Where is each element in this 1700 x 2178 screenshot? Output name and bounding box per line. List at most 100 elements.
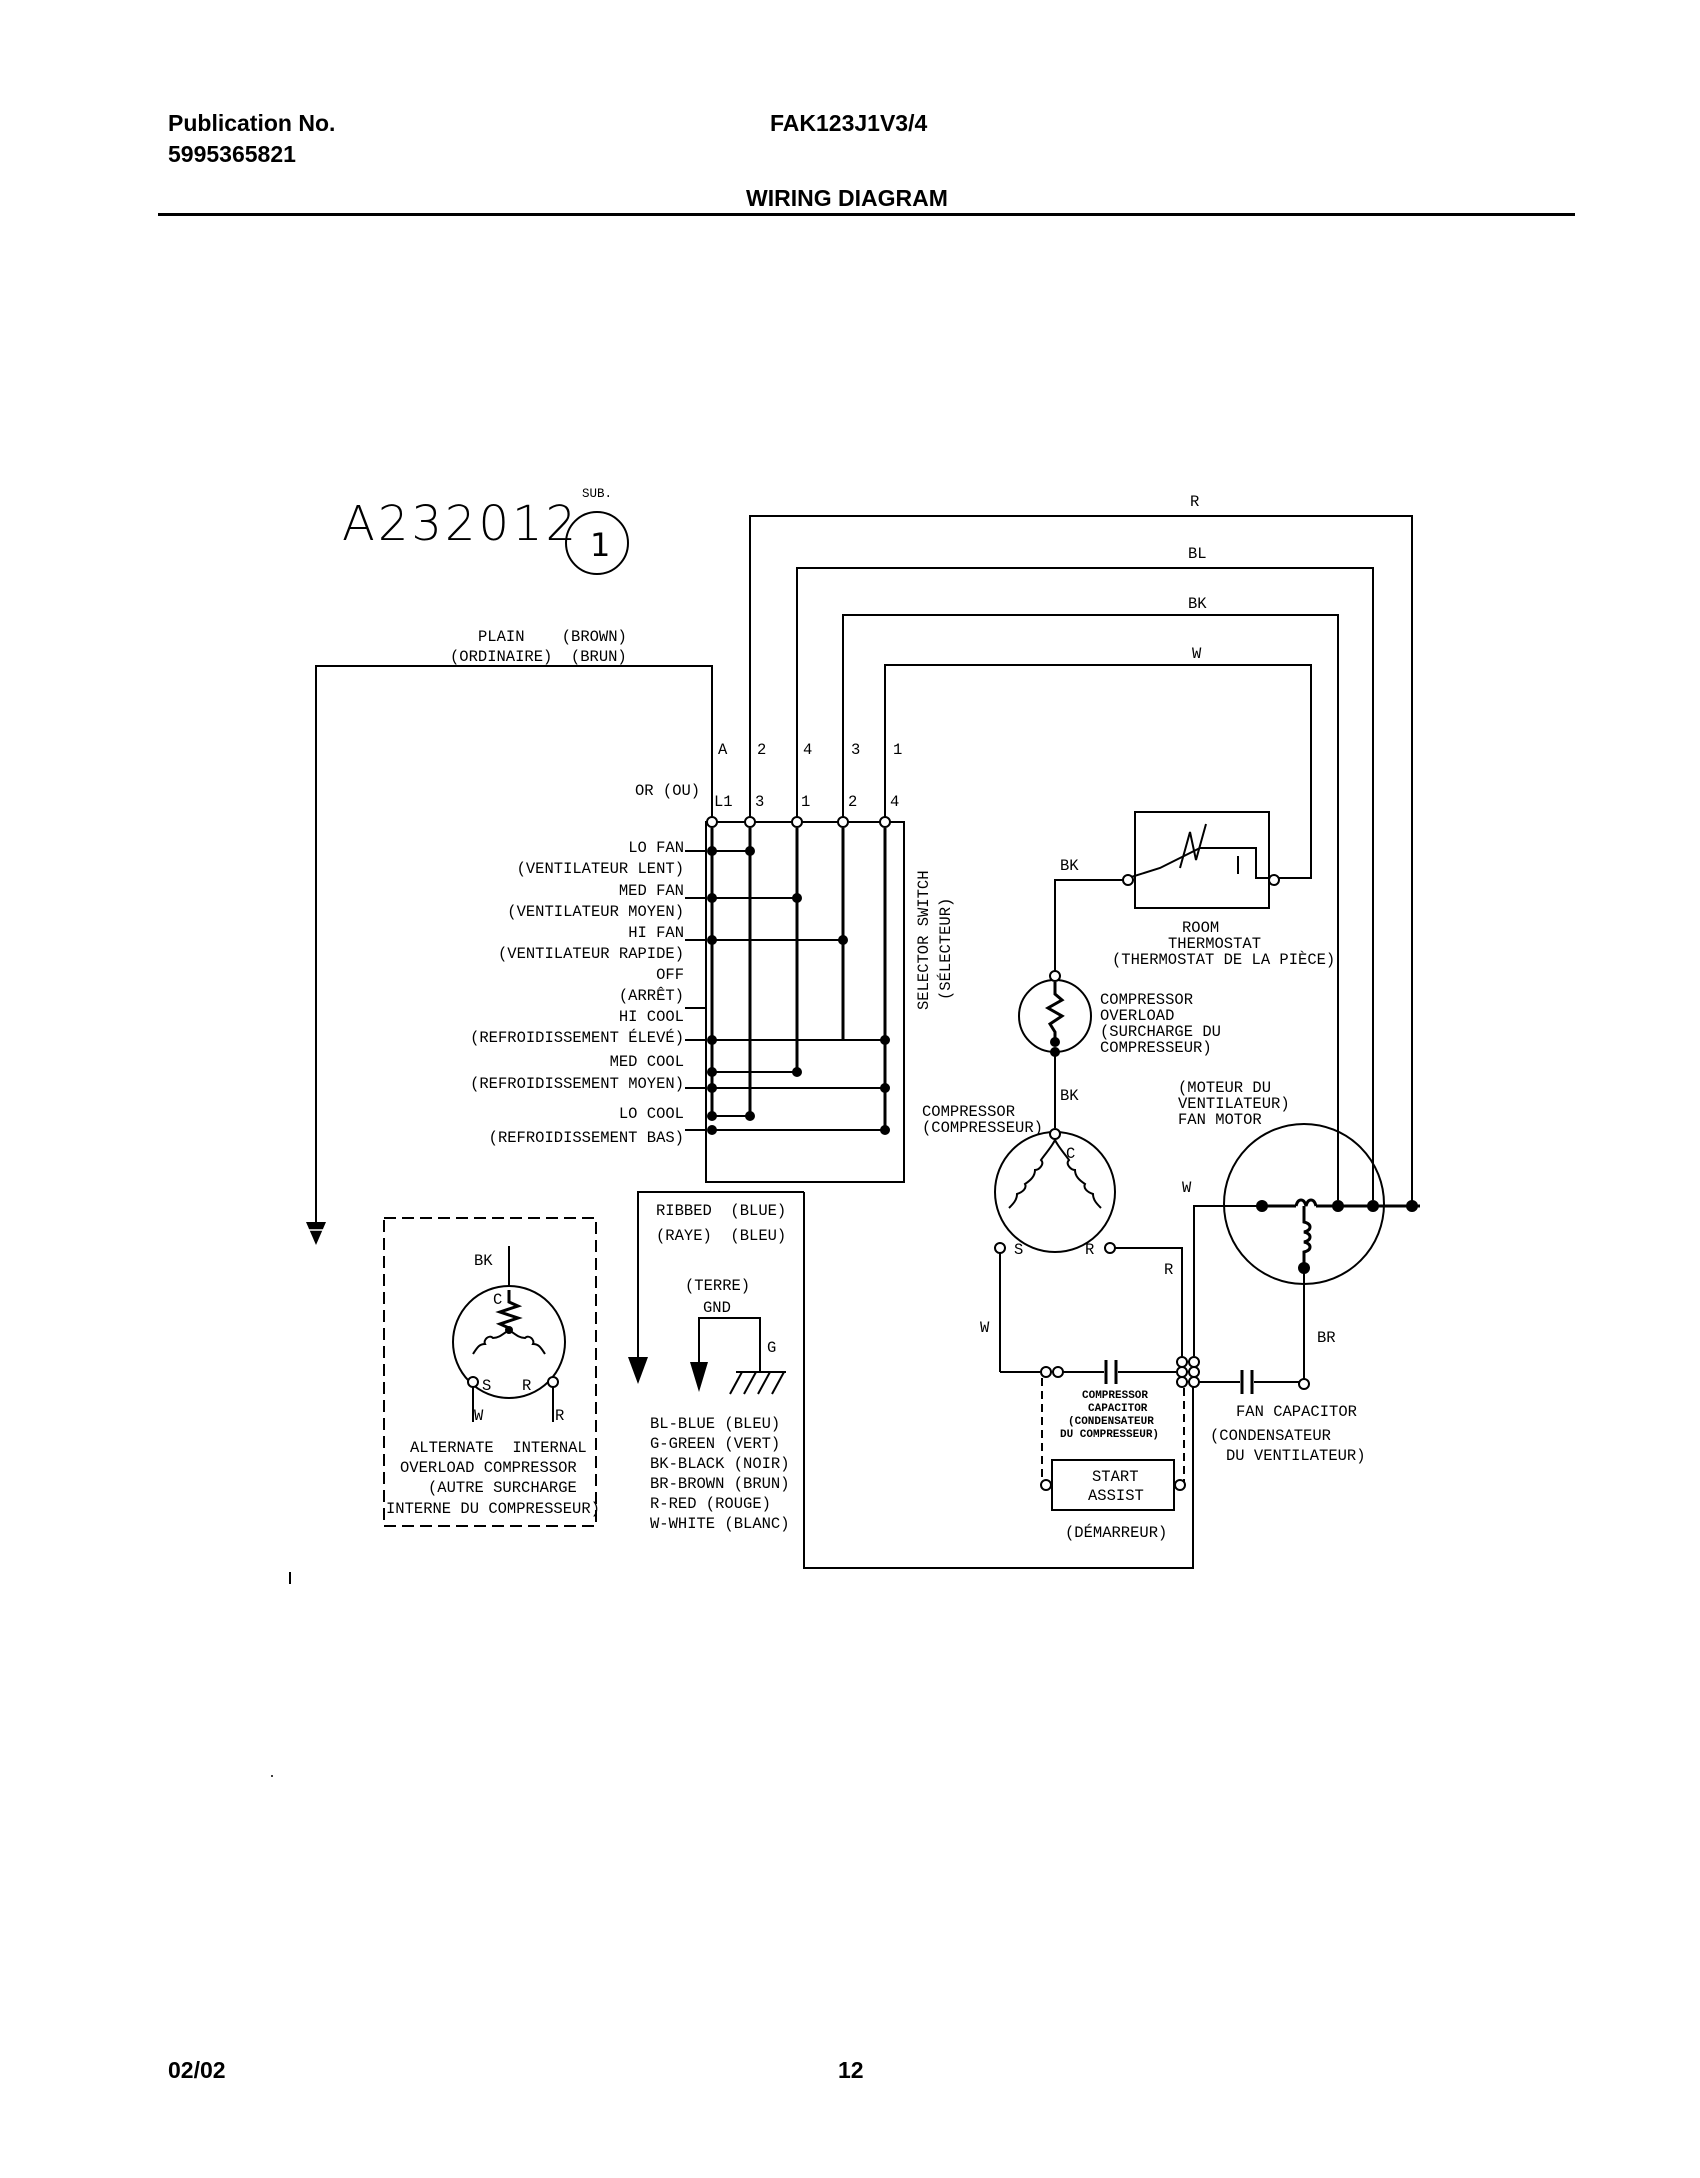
plug-blade-brown bbox=[306, 1222, 326, 1245]
alt-r: R bbox=[522, 1377, 531, 1395]
pos-hi-fan: HI FAN bbox=[628, 924, 684, 942]
ground-terre: (TERRE) bbox=[685, 1277, 750, 1295]
fan-cap-label-2: (CONDENSATEUR bbox=[1210, 1427, 1331, 1445]
comp-cap-label-4: DU COMPRESSEUR) bbox=[1060, 1429, 1159, 1441]
pos-off-fr: (ARRÊT) bbox=[619, 987, 684, 1005]
switch-term-b3: 3 bbox=[755, 793, 764, 811]
pos-lo-fan: LO FAN bbox=[628, 839, 684, 857]
footer-date: 02/02 bbox=[168, 2057, 226, 2083]
pos-off: OFF bbox=[656, 966, 684, 984]
comp-cap-label-3: (CONDENSATEUR bbox=[1068, 1416, 1154, 1428]
pos-hi-fan-fr: (VENTILATEUR RAPIDE) bbox=[498, 945, 684, 963]
drawing-code: A232012 bbox=[342, 496, 579, 552]
page-number: 12 bbox=[838, 2057, 864, 2083]
legend-item: G-GREEN (VERT) bbox=[650, 1435, 780, 1453]
fan-cap-label-3: DU VENTILATEUR) bbox=[1226, 1447, 1366, 1465]
wire-label-bl: BL bbox=[1188, 545, 1207, 563]
start-assist-label-2: ASSIST bbox=[1088, 1487, 1144, 1505]
ground-wire bbox=[698, 1317, 761, 1372]
alt-s: S bbox=[482, 1377, 491, 1395]
comp-cap-label-1: COMPRESSOR bbox=[1082, 1390, 1148, 1402]
compressor bbox=[994, 1131, 1116, 1253]
start-assist-label-1: START bbox=[1092, 1468, 1139, 1486]
top-wires bbox=[749, 515, 1413, 1210]
thermostat-bk-wire bbox=[1054, 879, 1123, 972]
selector-switch-title: SELECTOR SWITCH bbox=[915, 870, 933, 1010]
pos-lo-cool: LO COOL bbox=[619, 1105, 684, 1123]
color-legend: BL-BLUE (BLEU) G-GREEN (VERT) BK-BLACK (… bbox=[650, 1415, 790, 1533]
pos-hi-cool: HI COOL bbox=[619, 1008, 684, 1026]
ground-g: G bbox=[767, 1339, 776, 1357]
legend-item: W-WHITE (BLANC) bbox=[650, 1515, 790, 1533]
alt-label-2: OVERLOAD COMPRESSOR bbox=[400, 1459, 577, 1477]
overload-label-4: COMPRESSEUR) bbox=[1100, 1039, 1212, 1057]
compressor-wire-r: R bbox=[1164, 1261, 1173, 1279]
thermostat-label-3: (THERMOSTAT DE LA PIÈCE) bbox=[1112, 951, 1335, 969]
publication-label: Publication No. bbox=[168, 110, 336, 136]
room-thermostat bbox=[1134, 811, 1270, 909]
alt-w: W bbox=[474, 1407, 484, 1425]
wire-label-w: W bbox=[1192, 645, 1202, 663]
compressor-c: C bbox=[1066, 1145, 1075, 1163]
alt-label-3: (AUTRE SURCHARGE bbox=[428, 1479, 577, 1497]
ribbed-label-2: (RAYE) (BLEU) bbox=[656, 1227, 786, 1245]
plug-blade-blue bbox=[628, 1357, 648, 1384]
ground-gnd: GND bbox=[703, 1299, 731, 1317]
start-assist-label-3: (DÉMARREUR) bbox=[1065, 1524, 1167, 1542]
ribbed-return bbox=[803, 1192, 1194, 1569]
switch-term-b1: 1 bbox=[801, 793, 810, 811]
switch-term-4: 4 bbox=[803, 741, 812, 759]
overload-label-1: COMPRESSOR bbox=[1100, 991, 1193, 1009]
plug-label-2: (ORDINAIRE) (BRUN) bbox=[450, 648, 627, 666]
wire-label-bk: BK bbox=[1188, 595, 1207, 613]
plug-label-1: PLAIN (BROWN) bbox=[478, 628, 627, 646]
header-rule bbox=[158, 213, 1575, 216]
pos-med-cool-fr: (REFROIDISSEMENT MOYEN) bbox=[470, 1075, 684, 1093]
fan-cap-label-1: FAN CAPACITOR bbox=[1236, 1403, 1357, 1421]
ribbed-cord bbox=[637, 1191, 804, 1357]
pos-med-fan-fr: (VENTILATEUR MOYEN) bbox=[507, 903, 684, 921]
publication-number: 5995365821 bbox=[168, 141, 296, 167]
switch-alt-label: OR (OU) bbox=[635, 782, 700, 800]
selector-switch bbox=[705, 821, 905, 1183]
fan-wire-br: BR bbox=[1317, 1329, 1336, 1347]
section-title: WIRING DIAGRAM bbox=[746, 185, 948, 211]
compressor-r: R bbox=[1085, 1241, 1094, 1259]
compressor-wire-bk: BK bbox=[1060, 1087, 1079, 1105]
selector-switch-title-fr: (SÉLECTEUR) bbox=[937, 898, 955, 1000]
fan-motor-label-3: FAN MOTOR bbox=[1178, 1111, 1262, 1129]
legend-item: R-RED (ROUGE) bbox=[650, 1495, 771, 1513]
pos-lo-cool-fr: (REFROIDISSEMENT BAS) bbox=[489, 1129, 684, 1147]
fan-motor-label-2: VENTILATEUR) bbox=[1178, 1095, 1290, 1113]
comp-cap-label-2: CAPACITOR bbox=[1088, 1403, 1148, 1415]
switch-term-1: 1 bbox=[893, 741, 902, 759]
model-number: FAK123J1V3/4 bbox=[770, 110, 928, 136]
compressor-label-1: COMPRESSOR bbox=[922, 1103, 1015, 1121]
legend-item: BL-BLUE (BLEU) bbox=[650, 1415, 780, 1433]
pos-hi-cool-fr: (REFROIDISSEMENT ÉLEVÉ) bbox=[470, 1029, 684, 1047]
legend-item: BK-BLACK (NOIR) bbox=[650, 1455, 790, 1473]
ground-symbol bbox=[729, 1371, 786, 1395]
switch-term-b4: 4 bbox=[890, 793, 899, 811]
overload-label-2: OVERLOAD bbox=[1100, 1007, 1174, 1025]
switch-term-l1: L1 bbox=[714, 793, 733, 811]
alt-bk: BK bbox=[474, 1252, 493, 1270]
overload-label-3: (SURCHARGE DU bbox=[1100, 1023, 1221, 1041]
pos-lo-fan-fr: (VENTILATEUR LENT) bbox=[517, 860, 684, 878]
fan-motor-label-1: (MOTEUR DU bbox=[1178, 1079, 1271, 1097]
thermostat-label-2: THERMOSTAT bbox=[1168, 935, 1261, 953]
ground-blade bbox=[690, 1362, 708, 1392]
compressor-s: S bbox=[1014, 1241, 1023, 1259]
switch-term-3: 3 bbox=[851, 741, 860, 759]
pos-med-fan: MED FAN bbox=[619, 882, 684, 900]
switch-position-labels: LO FAN (VENTILATEUR LENT) MED FAN (VENTI… bbox=[470, 839, 684, 1147]
sub-number: 1 bbox=[590, 526, 610, 564]
compressor-label-2: (COMPRESSEUR) bbox=[922, 1119, 1043, 1137]
thermostat-wire-bk: BK bbox=[1060, 857, 1079, 875]
switch-terminals bbox=[706, 816, 891, 828]
switch-term-b2: 2 bbox=[848, 793, 857, 811]
sub-circle bbox=[565, 511, 629, 575]
legend-item: BR-BROWN (BRUN) bbox=[650, 1475, 790, 1493]
wire-label-r: R bbox=[1190, 493, 1199, 511]
